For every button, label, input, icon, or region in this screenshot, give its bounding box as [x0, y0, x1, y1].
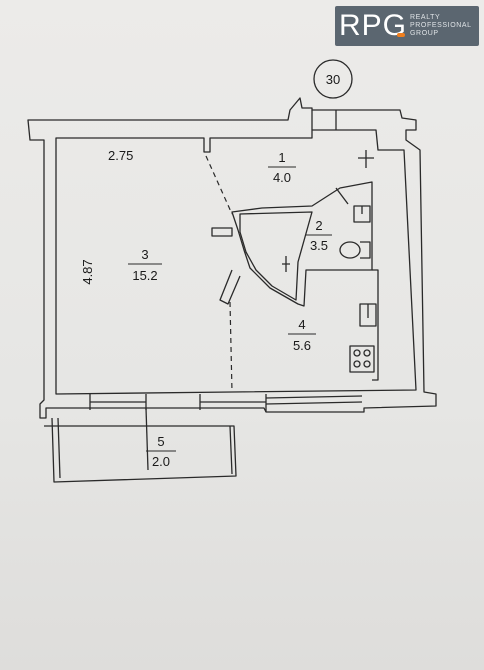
unit-number: 30	[326, 72, 340, 87]
room-4-area: 5.6	[293, 338, 311, 353]
window-bottom-left	[89, 394, 147, 410]
room-1-number: 1	[278, 150, 285, 165]
window-kitchen	[265, 395, 363, 405]
room-3-number: 3	[141, 247, 148, 262]
partition-wall	[231, 181, 373, 307]
logo-accent-dot	[397, 33, 405, 37]
dimension-height: 4.87	[80, 259, 95, 284]
door-line-1	[205, 155, 233, 215]
balcony	[44, 417, 237, 483]
sink-bath-icon	[353, 205, 371, 223]
room-4-number: 4	[298, 317, 305, 332]
room-1-area: 4.0	[273, 170, 291, 185]
room-2-area: 3.5	[310, 238, 328, 253]
room-5-number: 5	[157, 434, 164, 449]
sink-kitchen-icon	[359, 303, 377, 327]
stove-icon	[349, 345, 375, 373]
logo-mark: RPG	[339, 9, 408, 42]
toilet-icon	[339, 241, 361, 259]
rpg-logo: RPG REALTY PROFESSIONAL GROUP	[335, 6, 479, 46]
door-line-2	[229, 301, 233, 393]
room-3-area: 15.2	[132, 268, 157, 283]
outer-wall	[27, 97, 437, 419]
logo-line-1: REALTY	[410, 14, 441, 21]
room-2-number: 2	[315, 218, 322, 233]
room-5-area: 2.0	[152, 454, 170, 469]
logo-line-3: GROUP	[410, 30, 439, 37]
dimension-width: 2.75	[108, 148, 133, 163]
inner-wall	[55, 129, 417, 395]
window-bottom-right	[199, 394, 267, 412]
unit-number-circle	[313, 59, 353, 99]
logo-line-2: PROFESSIONAL	[410, 22, 472, 29]
logo-tagline: REALTY PROFESSIONAL GROUP	[410, 14, 478, 38]
